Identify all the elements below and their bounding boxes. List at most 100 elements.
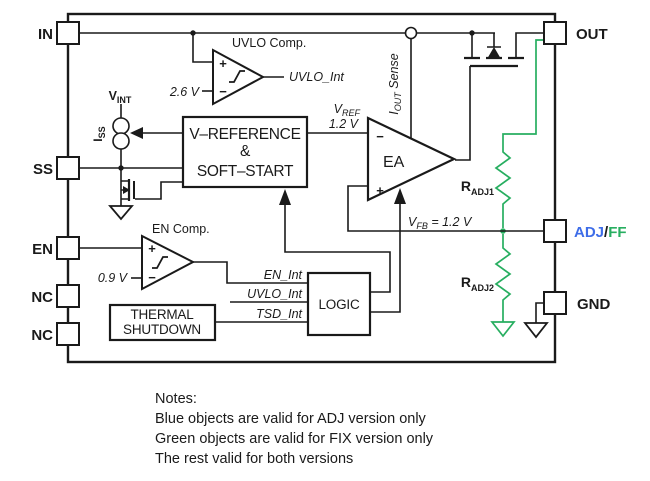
radj2-label: RADJ2 [461,274,494,293]
pin-slash-part: / [604,224,609,241]
vref-value-label: 1.2 V [329,117,360,131]
ss-fet-stubs [121,180,129,200]
pin-ss [56,156,80,180]
vfb-label: VFB = 1.2 V [408,215,473,231]
vref-main: V [334,102,344,116]
radj1-label: RADJ1 [461,178,494,197]
notes-green-line: Green objects are valid for FIX version … [155,431,434,447]
uvlo-minus-sign: − [219,84,227,99]
logic-to-ea-wire [370,204,401,313]
pin-nc2 [56,322,80,346]
thermal-block-line2: SHUTDOWN [123,322,201,337]
iout-main: I [387,111,401,115]
vref-block-line3: SOFT–START [197,163,294,180]
pin-out-label: OUT [576,26,608,43]
vint-main: V [109,89,118,103]
pin-en-label: EN [32,241,53,258]
pin-adjff [543,219,567,243]
vfb-sub: FB [416,221,428,231]
body-diode-icon [487,47,501,59]
uvlo-int-out-label: UVLO_Int [289,70,344,84]
pin-in [56,21,80,45]
notes-blue-line: Blue objects are valid for ADJ version o… [155,411,427,427]
uvlo-plus-sign: + [219,56,227,71]
iout-sense-tap-icon [404,26,418,40]
pin-gnd-label: GND [577,296,611,313]
vref-sub: REF [342,108,361,118]
uvlo-ref-label: 2.6 V [169,85,201,99]
pin-in-label: IN [38,26,53,43]
vref-block-line2: & [240,143,251,160]
en-plus-sign: + [148,241,156,256]
pin-boxes [56,21,567,346]
uvlo-comp-title: UVLO Comp. [232,36,306,50]
junction-dot [118,165,124,171]
vfb-rest: = 1.2 V [428,215,473,229]
uvlo-plus-wire [192,33,213,63]
uvlo-int-label: UVLO_Int [247,287,302,301]
iout-rest: Sense [387,53,401,92]
iout-sub: OUT [393,91,403,112]
ea-minus-sign: − [376,129,384,144]
error-amplifier [366,116,457,202]
current-source-icon [112,132,130,150]
vint-label: VINT [109,89,132,105]
iss-label: ISS [91,126,107,141]
pin-nc1 [56,284,80,308]
pin-ff-part: FF [608,224,626,241]
radj2-wire [494,234,512,322]
current-source-icon [112,117,130,135]
wires [79,32,549,339]
fix-version-network [490,39,544,338]
radj2-sub: ADJ2 [471,283,494,293]
thermal-shutdown-block [108,303,217,342]
ea-plus-sign: + [376,183,384,198]
logic-block-label: LOGIC [318,297,359,312]
logic-to-softstart-wire [284,205,391,293]
vint-sub: INT [117,95,132,105]
pin-en [56,236,80,260]
vref-block-line1: V–REFERENCE [189,126,300,143]
fix-ground-icon [490,321,516,338]
vfb-main: V [408,215,418,229]
ss-fet-gate-wire [135,181,183,200]
radj1-sub: ADJ1 [471,187,494,197]
fet-drain-wire [515,32,544,58]
en-comparator [141,234,196,291]
body-diode-cathode [487,33,501,48]
en-comp-title: EN Comp. [152,222,210,236]
pin-gnd [543,291,567,315]
ea-to-gate-wire [455,66,471,161]
pin-nc2-label: NC [31,327,53,344]
en-minus-sign: − [148,270,156,285]
pin-adj-part: ADJ [574,224,604,241]
hysteresis-icon [152,256,168,269]
vref-softstart-block [181,115,309,189]
hysteresis-icon [229,70,245,83]
ea-arrowhead-icon [394,188,406,204]
gnd-ground-icon [523,322,549,339]
iout-sense-label: IOUT Sense [387,53,403,114]
ss-ground-icon [108,205,134,221]
en-int-wire [193,261,308,284]
tsd-int-label: TSD_Int [256,307,302,321]
radj1-main: R [461,178,471,194]
junction-dot [469,30,475,36]
pin-nc1-label: NC [31,289,53,306]
uvlo-comparator [212,48,266,106]
iss-sub: SS [97,126,107,138]
notes-title: Notes: [155,391,197,407]
gnd-wire [535,302,544,323]
notes-rest-line: The rest valid for both versions [155,451,353,467]
vref-label: VREF [334,102,361,118]
softstart-arrowhead-icon [279,189,291,205]
solid-marks [118,30,501,205]
radj1-wire [494,39,544,228]
en-ref-label: 0.9 V [98,271,129,285]
thermal-block-line1: THERMAL [130,307,194,322]
feedback-wire [347,185,544,232]
en-int-label: EN_Int [264,268,303,282]
pin-ss-label: SS [33,161,53,178]
